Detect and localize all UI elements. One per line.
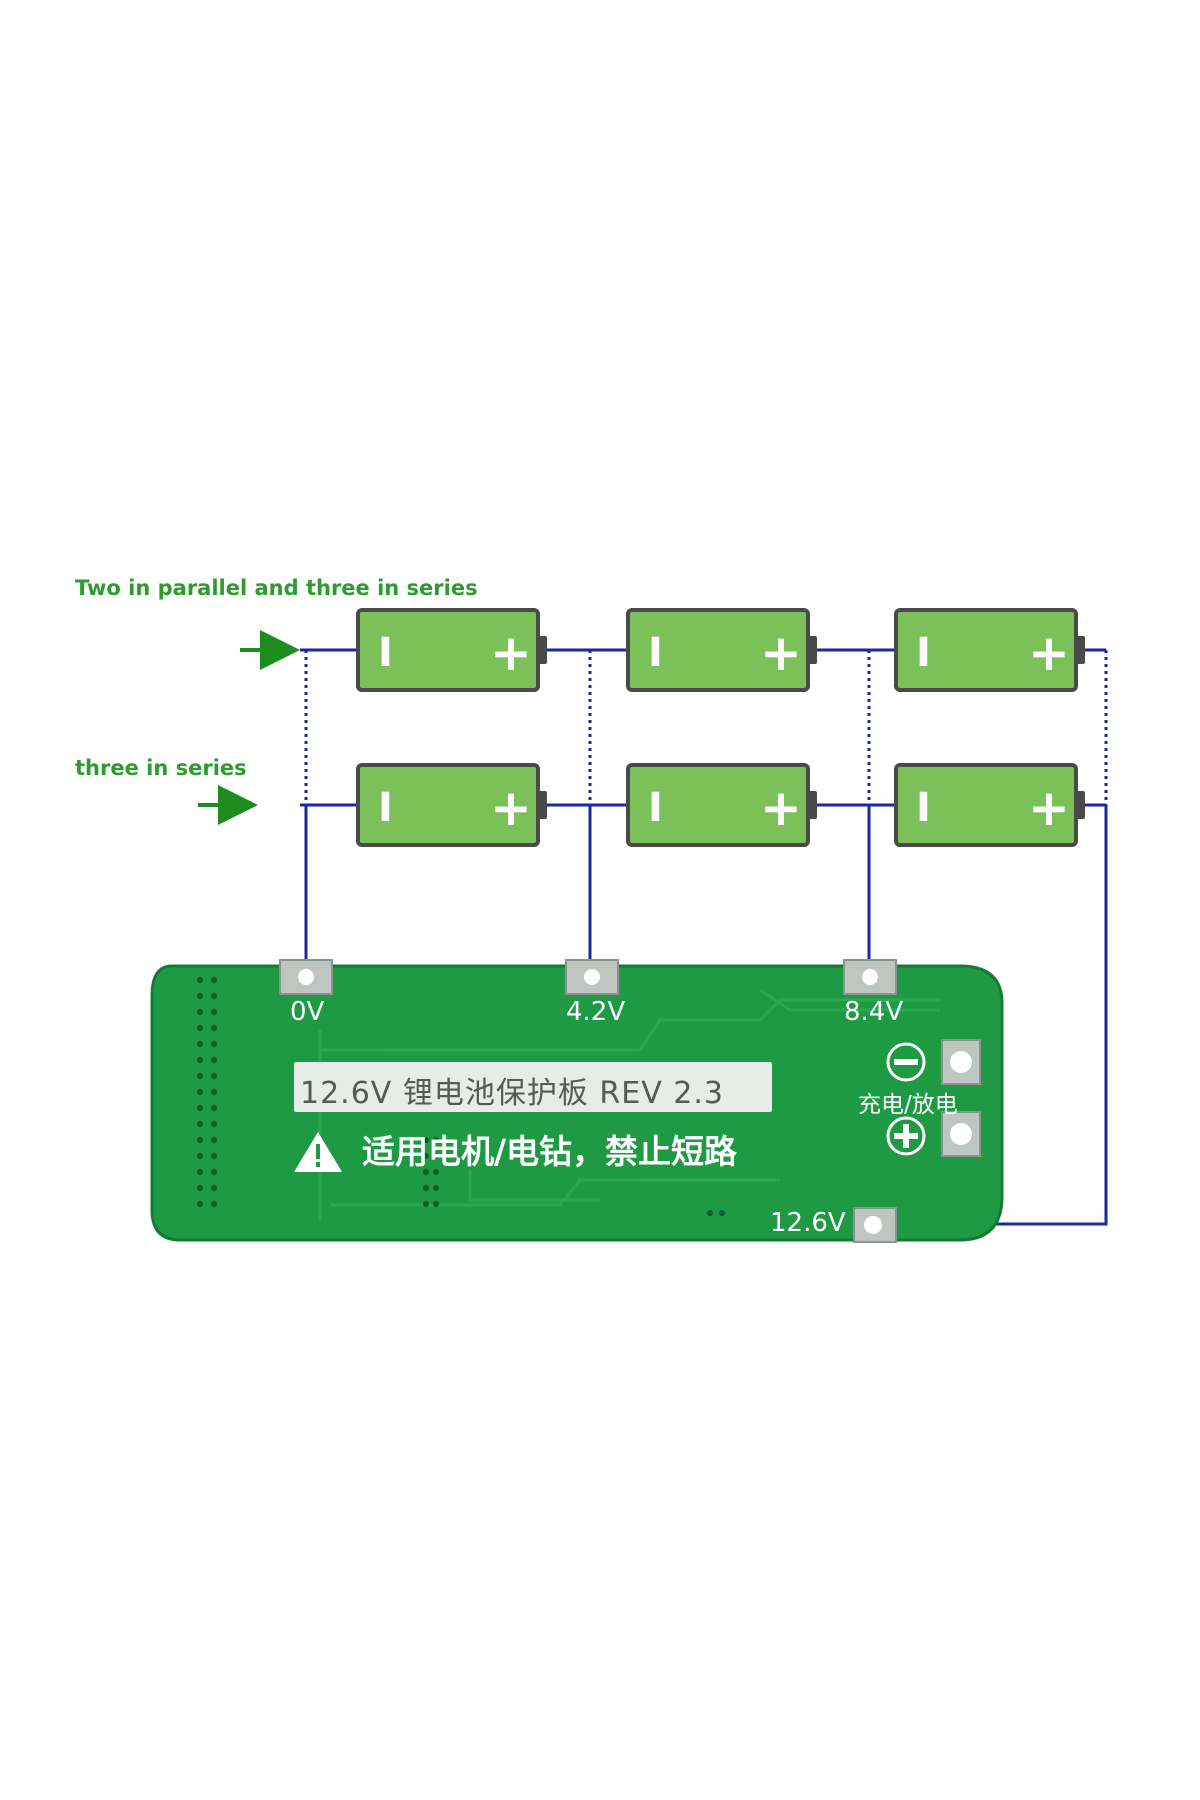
battery-top-2-positive: +: [760, 624, 802, 682]
battery-bottom-1-negative: I: [378, 785, 393, 831]
battery-top-3: [894, 608, 1085, 692]
battery-top-3-positive: +: [1028, 624, 1070, 682]
warning-icon: [294, 1132, 342, 1172]
label-parallel-series: Two in parallel and three in series: [75, 576, 478, 600]
wires-parallel-dotted: [304, 650, 1108, 805]
pad-8-4v: [843, 959, 897, 995]
board-warning: 适用电机/电钻，禁止短路: [362, 1132, 738, 1171]
pad-0v: [279, 959, 333, 995]
battery-bottom-3-negative: I: [916, 785, 931, 831]
plus-icon: [886, 1116, 926, 1156]
battery-top-3-negative: I: [916, 630, 931, 676]
pad-label-8-4v: 8.4V: [844, 997, 904, 1027]
battery-bottom-2: [626, 763, 817, 847]
battery-bottom-2-positive: +: [760, 779, 802, 837]
battery-top-1-negative: I: [378, 630, 393, 676]
battery-top-2-negative: I: [648, 630, 663, 676]
battery-bottom-3-positive: +: [1028, 779, 1070, 837]
pad-12-6v: [853, 1207, 897, 1243]
pad-minus: [941, 1039, 981, 1085]
minus-icon: [886, 1042, 926, 1082]
pad-4-2v: [565, 959, 619, 995]
label-series: three in series: [75, 756, 247, 780]
board-title-box: [294, 1062, 772, 1112]
pad-label-4-2v: 4.2V: [566, 997, 626, 1027]
pad-plus: [941, 1111, 981, 1157]
battery-top-2: [626, 608, 817, 692]
pad-label-0v: 0V: [290, 997, 325, 1027]
battery-top-1: [356, 608, 547, 692]
battery-bottom-1: [356, 763, 547, 847]
battery-bottom-3: [894, 763, 1085, 847]
battery-top-1-positive: +: [490, 624, 532, 682]
battery-bottom-1-positive: +: [490, 779, 532, 837]
battery-bottom-2-negative: I: [648, 785, 663, 831]
pad-label-12-6v: 12.6V: [770, 1208, 846, 1238]
charge-discharge-label: 充电/放电: [858, 1092, 958, 1118]
board-title: 12.6V 锂电池保护板 REV 2.3: [300, 1076, 724, 1111]
